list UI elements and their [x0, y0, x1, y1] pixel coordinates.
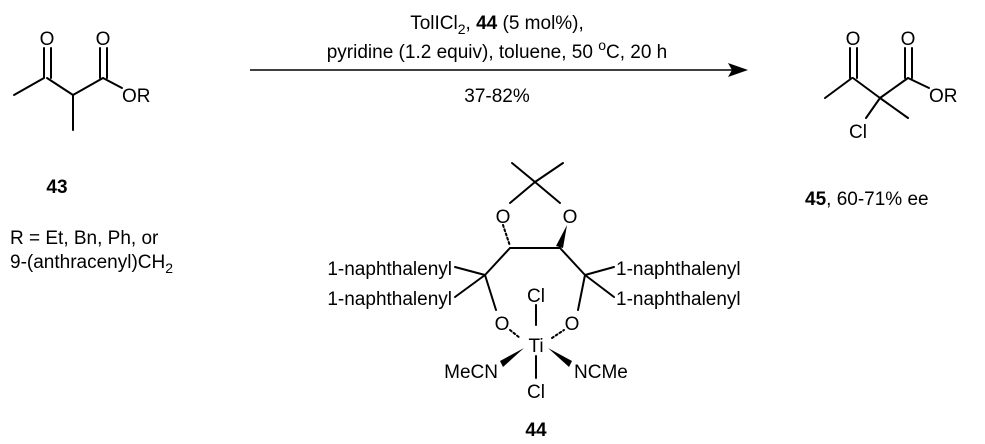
bond — [577, 274, 586, 311]
atom-label: O — [40, 29, 55, 50]
conditions-line1: TolICl2, 44 (5 mol%), — [410, 13, 584, 37]
bond — [852, 77, 881, 99]
compound-number-43: 43 — [46, 177, 67, 198]
atom-label: Cl — [527, 382, 545, 403]
wedge-bond — [500, 348, 524, 367]
bond — [584, 266, 615, 276]
atom-label: O — [565, 314, 580, 335]
r-group-definition-line2: 9-(anthracenyl)CH2 — [10, 252, 173, 276]
bond — [454, 266, 486, 276]
bond — [534, 181, 561, 204]
atom-label: NCMe — [574, 362, 628, 383]
bond — [13, 77, 45, 96]
atom-label: OR — [122, 86, 151, 107]
atom-label: O — [846, 29, 861, 50]
bond — [484, 247, 511, 276]
substituent-label: 1-naphthalenyl — [616, 289, 741, 310]
bond — [511, 162, 536, 183]
bond — [534, 162, 564, 183]
bond — [879, 77, 909, 99]
atom-label: Ti — [528, 336, 543, 357]
atom-label: O — [496, 207, 511, 228]
bond — [484, 274, 497, 311]
reaction-yield: 37-82% — [464, 86, 530, 107]
atom-label: O — [96, 29, 111, 50]
bond — [559, 247, 586, 276]
substituent-label: 1-naphthalenyl — [616, 259, 741, 280]
substrate-43-structure: O O OR — [13, 29, 151, 131]
hashed-bond — [502, 224, 511, 247]
bond — [907, 77, 930, 89]
bond — [824, 77, 853, 99]
atom-label: OR — [929, 86, 958, 107]
atom-label: O — [563, 207, 578, 228]
product-45-caption: 45, 60-71% ee — [805, 189, 929, 210]
reaction-arrow-head — [728, 63, 748, 77]
hashed-bond — [551, 329, 565, 339]
substituent-label: 1-naphthalenyl — [327, 289, 452, 310]
r-group-definition-line1: R = Et, Bn, Ph, or — [10, 228, 159, 249]
atom-label: MeCN — [444, 362, 498, 383]
compound-number-44: 44 — [525, 420, 547, 441]
bond — [879, 97, 909, 119]
bond — [584, 274, 615, 298]
bond — [46, 77, 74, 96]
bond — [102, 77, 123, 89]
atom-label: Cl — [527, 286, 545, 307]
substituent-label: 1-naphthalenyl — [327, 259, 452, 280]
bond — [454, 274, 486, 298]
catalyst-44-structure: O O O O Cl Ti Cl MeCN NCMe 1-naphthaleny… — [327, 162, 741, 403]
atom-label: O — [901, 29, 916, 50]
atom-label: O — [495, 314, 510, 335]
bond — [865, 97, 881, 119]
conditions-line2: pyridine (1.2 equiv), toluene, 50 oC, 20… — [327, 37, 668, 63]
bond — [72, 77, 104, 96]
bond — [509, 181, 536, 204]
atom-label: Cl — [849, 122, 867, 143]
hashed-bond — [509, 329, 521, 339]
wedge-bond — [556, 225, 567, 248]
product-45-structure: O O OR Cl — [824, 29, 958, 143]
wedge-bond — [548, 348, 572, 367]
